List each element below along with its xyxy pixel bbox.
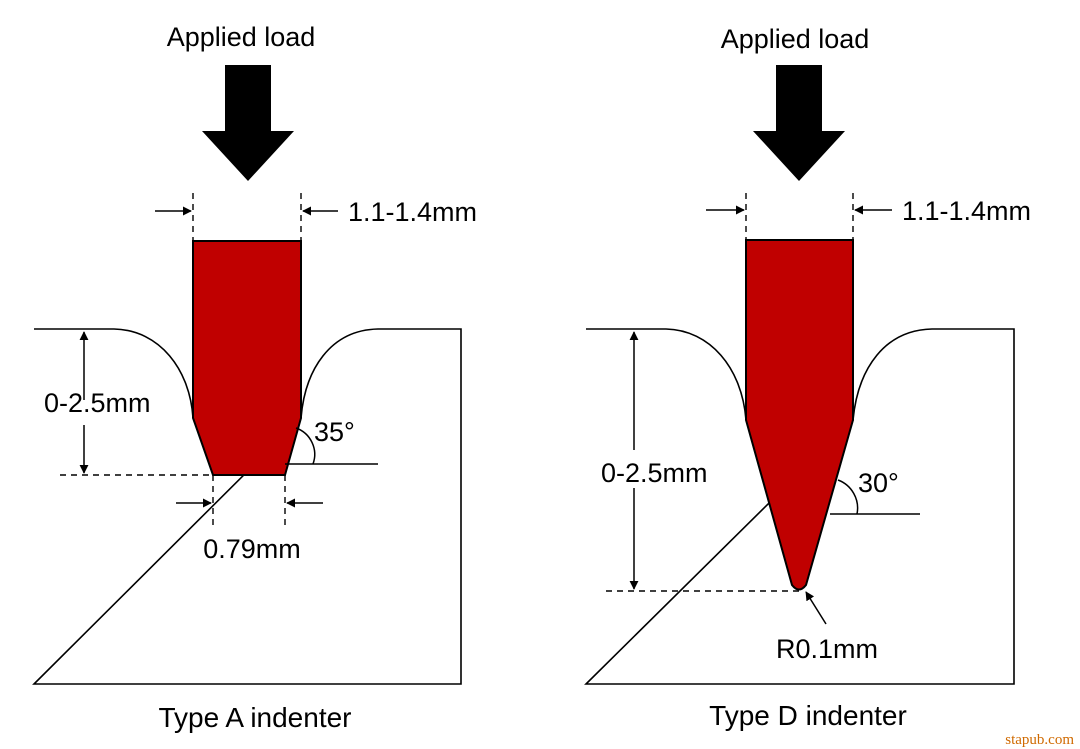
watermark: stapub.com xyxy=(1005,732,1074,748)
type-d-caption: Type D indenter xyxy=(709,700,907,731)
type-d-indenter xyxy=(745,239,854,591)
type-d-angle-label: 30° xyxy=(858,468,899,498)
type-a-load-arrow xyxy=(202,65,294,181)
type-a-depth-label: 0-2.5mm xyxy=(44,388,151,418)
type-d-angle-arc xyxy=(837,479,859,515)
type-a-angle-arc xyxy=(295,427,316,465)
type-d-radius-leader xyxy=(805,591,827,625)
type-a-angle-label: 35° xyxy=(314,417,355,447)
type-d-load-label: Applied load xyxy=(721,24,870,54)
type-d-radius-label: R0.1mm xyxy=(776,634,878,664)
type-a-load-label: Applied load xyxy=(167,22,316,52)
type-a-indenter xyxy=(192,240,302,476)
type-d-panel: Applied load 1.1-1.4mm 0-2.5mm 30° R0.1m… xyxy=(584,24,1031,731)
type-a-specimen-block xyxy=(32,328,462,685)
type-d-load-arrow xyxy=(753,65,845,181)
type-d-specimen-block xyxy=(584,328,1015,685)
type-d-depth-label: 0-2.5mm xyxy=(601,458,708,488)
type-d-width-label: 1.1-1.4mm xyxy=(902,196,1031,226)
type-a-caption: Type A indenter xyxy=(158,702,351,733)
type-a-width-label: 1.1-1.4mm xyxy=(348,197,477,227)
type-a-panel: Applied load 1.1-1.4mm 0-2.5mm 35° 0.79m… xyxy=(32,22,477,733)
type-a-tip-label: 0.79mm xyxy=(203,534,301,564)
